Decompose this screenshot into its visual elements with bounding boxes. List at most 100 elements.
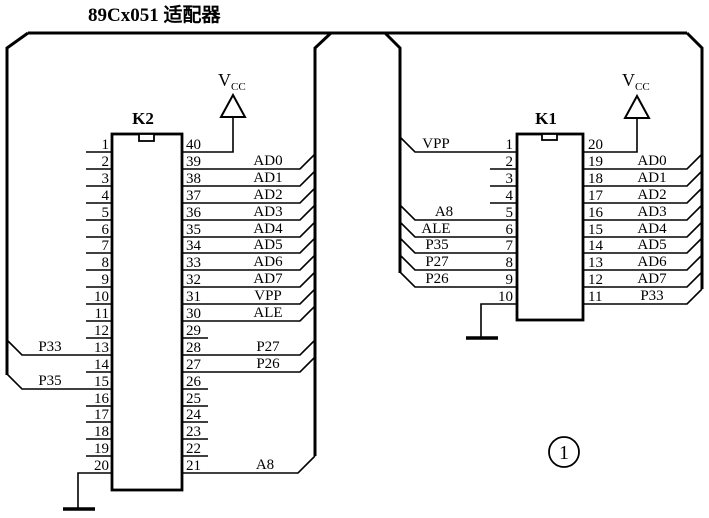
k2-signal-vpp: VPP	[254, 288, 282, 304]
k1-vcc-wire	[583, 118, 638, 153]
k2-pin-18: 18	[94, 424, 109, 440]
k1-pin-4: 4	[506, 188, 514, 204]
k2-chip-body	[110, 132, 184, 492]
k2-pin1-notch	[138, 133, 155, 142]
k2-pin-4: 4	[102, 188, 110, 204]
k2-pin-12: 12	[94, 323, 109, 339]
vcc-symbols	[219, 92, 651, 119]
k2-pin-30: 30	[186, 306, 201, 322]
k1-signal-p26: P26	[425, 271, 449, 287]
k1-pin-20: 20	[588, 137, 603, 153]
k2-pin-38: 38	[186, 171, 201, 187]
k1-pin-16: 16	[588, 205, 604, 221]
outline-slot-left-bus	[313, 31, 333, 456]
outline-left-edge	[5, 31, 29, 375]
k2-pin-14: 14	[94, 357, 110, 373]
k2-signal-ale: ALE	[253, 305, 282, 321]
k1-signal-ad7: AD7	[637, 271, 667, 287]
k2-pin-13: 13	[94, 340, 109, 356]
k1-signal-ale: ALE	[421, 221, 450, 237]
k1-pin-14: 14	[588, 238, 604, 254]
diagram-title: 89Cx051 适配器	[88, 4, 221, 26]
k1-right-pin-numbers: 20 19 18 17 16 15 14 13 12 11	[588, 137, 604, 305]
k2-signal-ad5: AD5	[253, 237, 282, 253]
k2-right-pin-numbers: 40 39 38 37 36 35 34 33 32 31 30 29 28 2…	[186, 137, 202, 474]
k2-pin-2: 2	[102, 154, 110, 170]
k1-vcc-sub: CC	[635, 81, 650, 93]
k2-vcc-label: VCC	[218, 70, 246, 93]
k1-signal-ad2: AD2	[637, 187, 666, 203]
k1-pin-6: 6	[506, 222, 514, 238]
k1-vcc-label: VCC	[622, 70, 650, 93]
k2-pin-24: 24	[186, 407, 202, 423]
k2-pin-37: 37	[186, 188, 202, 204]
k2-signal-p35: P35	[38, 373, 61, 389]
k2-pin-26: 26	[186, 374, 202, 390]
k2-ground-wire	[77, 472, 112, 509]
k1-pin-13: 13	[588, 255, 603, 271]
k1-pin-17: 17	[588, 188, 604, 204]
k1-vcc-main: V	[622, 70, 635, 90]
outline-slot-right-bus	[383, 31, 402, 273]
k1-signal-ad0: AD0	[637, 153, 666, 169]
k2-signal-ad6: AD6	[253, 254, 283, 270]
k1-ground-wire	[480, 303, 517, 338]
k1-pin-9: 9	[506, 272, 514, 288]
k1-pin-18: 18	[588, 171, 603, 187]
k1-pin-1: 1	[506, 137, 514, 153]
k2-left-pin-numbers: 1 2 3 4 5 6 7 8 9 10 11 12 13 14 15 16 1…	[94, 137, 110, 474]
k2-pin-5: 5	[102, 205, 110, 221]
k2-pin-9: 9	[102, 272, 110, 288]
k1-signal-ad3: AD3	[637, 204, 666, 220]
k1-pin-10: 10	[498, 289, 513, 305]
k1-signal-ad5: AD5	[637, 237, 666, 253]
sheet-number-circle-icon	[548, 436, 580, 468]
k2-signal-labels: P33 P35 AD0 AD1 AD2 AD3 AD4 AD5 AD6 AD7 …	[38, 153, 283, 473]
k2-p33-wire	[6, 339, 112, 356]
k2-pin-21: 21	[186, 458, 201, 474]
k2-pin-6: 6	[102, 222, 110, 238]
k1-pin-19: 19	[588, 154, 603, 170]
k2-pin-33: 33	[186, 255, 201, 271]
k1-pin-5: 5	[506, 205, 514, 221]
k2-pin-39: 39	[186, 154, 201, 170]
k2-a8-wire	[182, 455, 316, 474]
k2-pin-7: 7	[102, 238, 110, 254]
k1-pin1-notch	[541, 133, 558, 141]
k2-right-pin-stubs	[182, 337, 208, 457]
k2-signal-p33: P33	[38, 339, 61, 355]
k2-pin-36: 36	[186, 205, 202, 221]
k2-vcc-main: V	[218, 70, 231, 90]
k2-pin-3: 3	[102, 171, 110, 187]
k2-signal-ad2: AD2	[253, 187, 282, 203]
k2-pin-40: 40	[186, 137, 201, 153]
k2-pin-22: 22	[186, 441, 201, 457]
k1-signal-p35: P35	[425, 237, 448, 253]
k2-wires	[6, 117, 316, 511]
k2-vcc-triangle-icon	[219, 92, 247, 118]
k2-vcc-wire	[182, 117, 234, 153]
outline-right-edge	[685, 31, 704, 289]
k1-pin-2: 2	[506, 154, 514, 170]
k2-pin-35: 35	[186, 222, 201, 238]
k2-pin-1: 1	[102, 137, 110, 153]
k1-pin-15: 15	[588, 222, 603, 238]
k2-pin-27: 27	[186, 357, 202, 373]
k2-pin-19: 19	[94, 441, 109, 457]
k2-signal-p27: P27	[256, 339, 280, 355]
k1-signal-vpp: VPP	[422, 136, 450, 152]
k1-left-bus-wires	[399, 136, 517, 288]
k2-pin-32: 32	[186, 272, 201, 288]
k2-pin-29: 29	[186, 323, 201, 339]
k1-vcc-triangle-icon	[623, 93, 651, 119]
k2-pin-15: 15	[94, 374, 109, 390]
k2-pin-16: 16	[94, 391, 110, 407]
k2-signal-a8: A8	[256, 457, 274, 473]
k2-pin-10: 10	[94, 289, 109, 305]
k1-signal-ad4: AD4	[637, 221, 667, 237]
k2-pin-20: 20	[94, 458, 109, 474]
k2-right-bus-wires	[182, 153, 316, 373]
k2-pin-8: 8	[102, 255, 110, 271]
k2-signal-ad1: AD1	[253, 170, 282, 186]
